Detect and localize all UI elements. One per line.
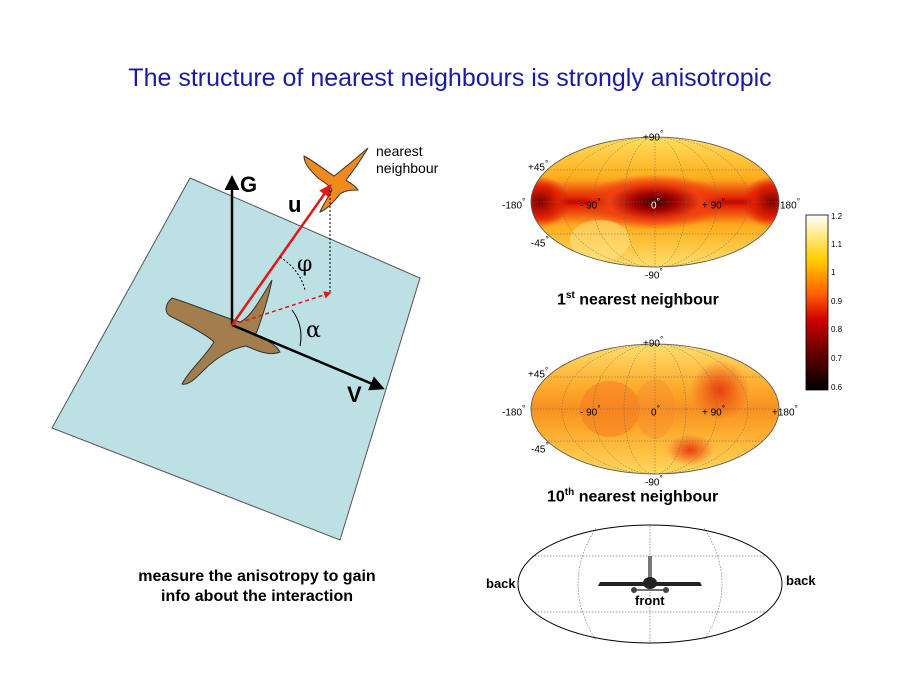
back-left-label: back	[486, 576, 516, 591]
colorbar-tick: 0.6	[831, 383, 843, 392]
map2-lon-0: 0°	[651, 403, 660, 419]
map2-lon-p90: + 90°	[702, 403, 726, 419]
map2-lat-m45: -45°	[531, 440, 549, 456]
airplane-front-icon	[598, 556, 702, 593]
colorbar-tick: 1	[831, 268, 836, 277]
map2-lat-m90: -90°	[645, 473, 663, 489]
colorbar	[805, 214, 829, 391]
focal-bird-shape	[165, 279, 281, 385]
map2-lon-p180: +180°	[772, 403, 798, 419]
front-label: front	[635, 593, 665, 608]
colorbar-tick: 1.1	[831, 240, 843, 249]
nearest-neighbour-label: nearest neighbour	[376, 143, 439, 176]
tenth-nn-caption: 10th nearest neighbour	[547, 487, 719, 506]
back-right-label: back	[786, 573, 816, 588]
map1-lat-m90: -90°	[645, 266, 663, 282]
map1-lat-p90: +90°	[643, 128, 664, 144]
interaction-note: measure the anisotropy to gain info abou…	[138, 568, 376, 605]
colorbar-tick: 0.8	[831, 325, 843, 334]
map1-lat-p45: +45°	[528, 158, 549, 174]
axis-g-label: G	[240, 172, 258, 197]
first-nn-caption: 1st nearest neighbour	[557, 290, 719, 309]
map2-lat-p90: +90°	[643, 334, 664, 350]
colorbar-tick: 1.2	[831, 212, 843, 221]
map2-lat-p45: +45°	[528, 365, 549, 381]
neighbour-bird-shape	[303, 147, 369, 213]
map2-lon-m90: - 90°	[580, 403, 601, 419]
map1-lon-0: 0°	[651, 196, 660, 212]
map2-lon-m180: -180°	[502, 403, 526, 419]
map1-lon-180: 180°	[780, 196, 801, 212]
phi-label: φ	[297, 252, 313, 277]
map1-lon-m90: - 90°	[580, 196, 601, 212]
page-title: The structure of nearest neighbours is s…	[128, 64, 772, 92]
alpha-label: α	[306, 318, 321, 343]
map1-lat-m45: -45°	[531, 234, 549, 250]
colorbar-tick: 0.7	[831, 354, 843, 363]
colorbar-tick: 0.9	[831, 297, 843, 306]
plane	[51, 177, 421, 541]
axis-v-label: V	[347, 382, 362, 407]
map1-lon-m180: -180°	[502, 196, 526, 212]
axis-u-label: u	[288, 192, 302, 217]
orientation-map	[517, 524, 783, 644]
map1-lon-p90: + 90°	[702, 196, 726, 212]
